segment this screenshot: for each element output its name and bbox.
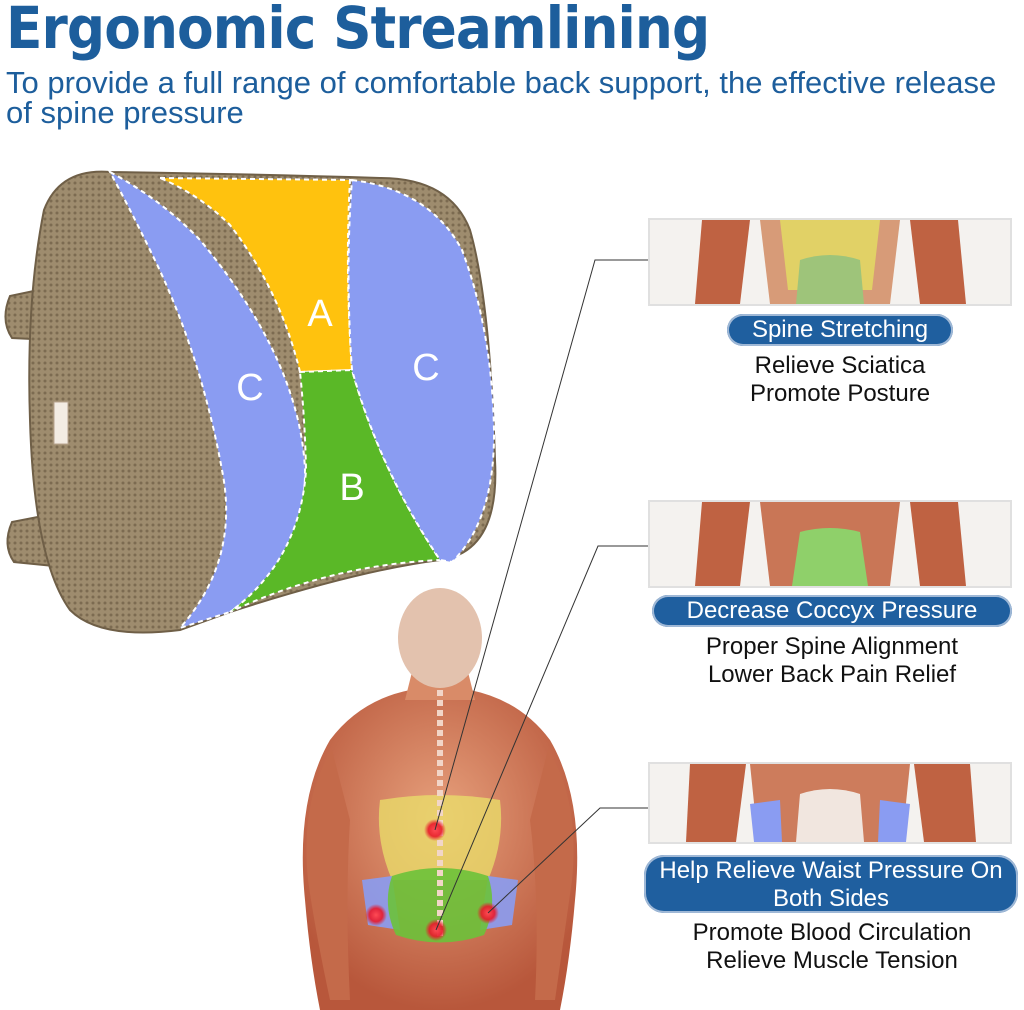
badge-waist-pressure: Help Relieve Waist Pressure On Both Side… <box>644 855 1018 913</box>
pressure-point-left <box>365 904 387 926</box>
callout-line-2 <box>435 545 650 931</box>
cushion-label-tag <box>53 401 69 445</box>
cushion-zone-b-label: B <box>339 467 364 509</box>
cushion-zone-c-right-label: C <box>412 347 439 389</box>
page-title: Ergonomic Streamlining <box>6 0 710 62</box>
cushion-zone-c-left-shape <box>107 169 307 631</box>
benefit-3-line-1: Promote Blood Circulation <box>692 919 972 946</box>
figure-arm-left <box>306 750 350 1000</box>
benefit-1-line-2: Promote Posture <box>749 380 931 407</box>
figure-head <box>398 588 482 688</box>
callout-line-1 <box>434 259 650 831</box>
figure-arm-right <box>530 750 574 1000</box>
human-back-figure <box>302 588 578 1010</box>
cushion-zone-a-label: A <box>307 293 333 335</box>
cushion-zone-c-right-shape <box>347 178 496 564</box>
benefit-image-2 <box>648 500 1012 588</box>
cushion-zone-b-shape <box>229 368 442 613</box>
cushion-zone-c-left-label: C <box>236 367 263 409</box>
benefit-image-3 <box>648 762 1012 844</box>
benefit-2-line-1: Proper Spine Alignment <box>705 633 959 660</box>
benefit-image-1 <box>648 218 1012 306</box>
callout-line-3 <box>487 807 650 914</box>
page-subtitle: To provide a full range of comfortable b… <box>6 65 997 130</box>
badge-coccyx-pressure: Decrease Coccyx Pressure <box>652 595 1012 627</box>
benefit-1-line-1: Relieve Sciatica <box>754 352 926 379</box>
badge-spine-stretching: Spine Stretching <box>727 314 953 346</box>
benefit-3-line-2: Relieve Muscle Tension <box>706 947 958 974</box>
lumbar-cushion: A B C C <box>4 169 497 634</box>
benefit-2-line-2: Lower Back Pain Relief <box>707 661 957 688</box>
